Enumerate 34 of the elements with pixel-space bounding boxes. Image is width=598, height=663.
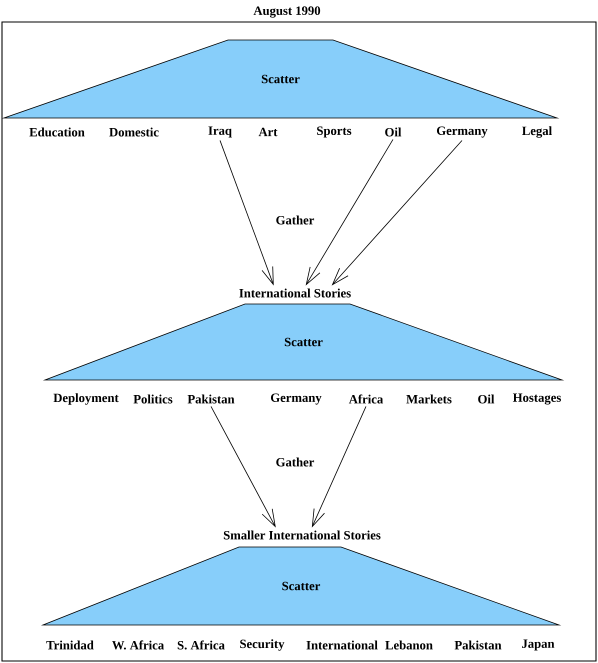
topic-label: Deployment [54, 393, 119, 405]
topic-label: Politics [134, 394, 172, 404]
topic-label: Legal [522, 126, 552, 138]
arrow [210, 406, 276, 528]
arrow [312, 406, 366, 528]
topic-label: W. Africa [112, 640, 164, 650]
topic-label: S. Africa [178, 640, 225, 650]
gather-label: Gather [276, 458, 314, 466]
topic-label: Germany [270, 393, 322, 405]
topic-label: Sports [317, 126, 352, 138]
topic-label: Japan [522, 640, 554, 650]
topic-label: Pakistan [454, 640, 502, 650]
arrow [220, 140, 274, 286]
topic-label: Education [29, 128, 85, 136]
arrow [306, 139, 394, 286]
story-heading: Smaller International Stories [224, 530, 380, 540]
topic-label: Markets [406, 394, 452, 404]
gather-label: Gather [276, 216, 314, 224]
topic-label: Domestic [109, 128, 159, 136]
topic-label: Hostages [512, 393, 561, 405]
topic-label: Lebanon [385, 640, 433, 650]
topic-label: Oil [478, 394, 494, 404]
topic-label: Iraq [208, 126, 232, 138]
title: August 1990 [252, 5, 322, 19]
topic-label: International [306, 640, 378, 650]
topic-label: Art [258, 128, 278, 136]
arrow [332, 140, 462, 286]
topic-label: Oil [385, 128, 402, 136]
topic-label: Security [240, 639, 284, 651]
topic-label: Germany [436, 126, 488, 138]
topic-label: Pakistan [188, 394, 234, 404]
story-heading: International Stories [239, 288, 351, 298]
topic-label: Trinidad [46, 640, 94, 650]
topic-label: Africa [348, 394, 384, 404]
